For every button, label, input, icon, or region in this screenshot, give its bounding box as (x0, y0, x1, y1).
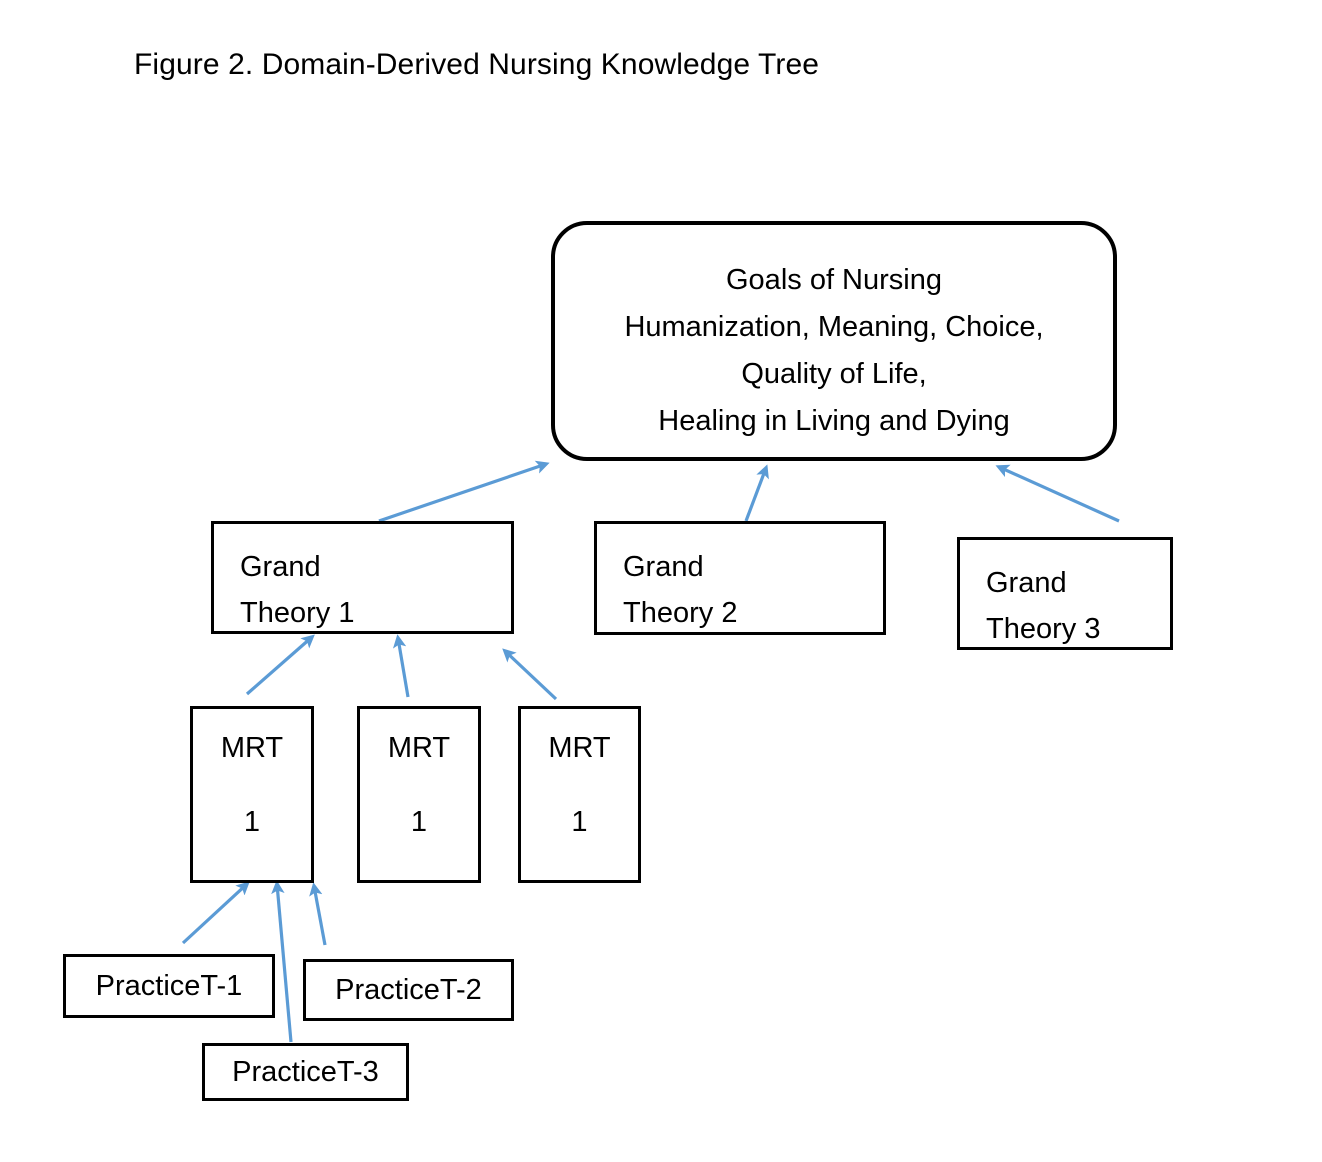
grand-theory-2-text: Grand Theory 2 (623, 544, 737, 636)
node-practicet-3[interactable]: PracticeT-3 (202, 1043, 409, 1101)
goals-line-2: Humanization, Meaning, Choice, (624, 311, 1044, 343)
node-grand-theory-3[interactable]: Grand Theory 3 (957, 537, 1173, 650)
mrt-1-second-title: MRT (387, 732, 451, 764)
node-practicet-1[interactable]: PracticeT-1 (63, 954, 275, 1018)
grand-theory-3-line-1: Grand (986, 567, 1067, 599)
arrow-gt2-to-goals (744, 464, 769, 522)
arrow-practicet2-to-mrt1 (309, 882, 327, 946)
grand-theory-1-line-1: Grand (240, 551, 321, 583)
figure-title: Figure 2. Domain-Derived Nursing Knowled… (134, 48, 820, 81)
goals-line-1: Goals of Nursing (726, 264, 942, 296)
node-mrt-1-first[interactable]: MRT 1 (190, 706, 314, 883)
mrt-1-first-number: 1 (243, 806, 261, 838)
grand-theory-1-text: Grand Theory 1 (240, 544, 354, 636)
practicet-1-label: PracticeT-1 (95, 970, 243, 1002)
practicet-3-label: PracticeT-3 (232, 1056, 379, 1088)
goals-of-nursing-text: Goals of Nursing Humanization, Meaning, … (555, 257, 1113, 445)
grand-theory-1-line-2: Theory 1 (240, 597, 355, 629)
arrow-mrt3-to-gt1 (502, 648, 558, 701)
arrow-mrt2-to-gt1 (392, 634, 410, 698)
goals-line-4: Healing in Living and Dying (658, 405, 1010, 437)
grand-theory-2-line-1: Grand (623, 551, 704, 583)
practicet-2-label: PracticeT-2 (335, 974, 482, 1006)
node-goals-of-nursing[interactable]: Goals of Nursing Humanization, Meaning, … (551, 221, 1117, 461)
goals-line-3: Quality of Life, (741, 358, 927, 390)
arrow-practicet3-to-mrt1 (271, 880, 293, 1043)
grand-theory-3-text: Grand Theory 3 (986, 560, 1100, 652)
node-practicet-2[interactable]: PracticeT-2 (303, 959, 514, 1021)
arrow-gt1-to-goals (378, 460, 550, 523)
mrt-1-third-title: MRT (548, 732, 611, 764)
arrow-practicet1-to-mrt1 (181, 881, 250, 945)
node-mrt-1-third[interactable]: MRT 1 (518, 706, 641, 883)
grand-theory-2-line-2: Theory 2 (623, 597, 738, 629)
node-mrt-1-second[interactable]: MRT 1 (357, 706, 481, 883)
grand-theory-3-line-2: Theory 3 (986, 613, 1101, 645)
arrow-gt3-to-goals (995, 464, 1120, 523)
node-grand-theory-1[interactable]: Grand Theory 1 (211, 521, 514, 634)
mrt-1-first-title: MRT (220, 732, 284, 764)
node-grand-theory-2[interactable]: Grand Theory 2 (594, 521, 886, 635)
mrt-1-second-number: 1 (410, 806, 428, 838)
arrow-mrt1-to-gt1 (245, 634, 315, 696)
mrt-1-third-number: 1 (571, 806, 588, 838)
